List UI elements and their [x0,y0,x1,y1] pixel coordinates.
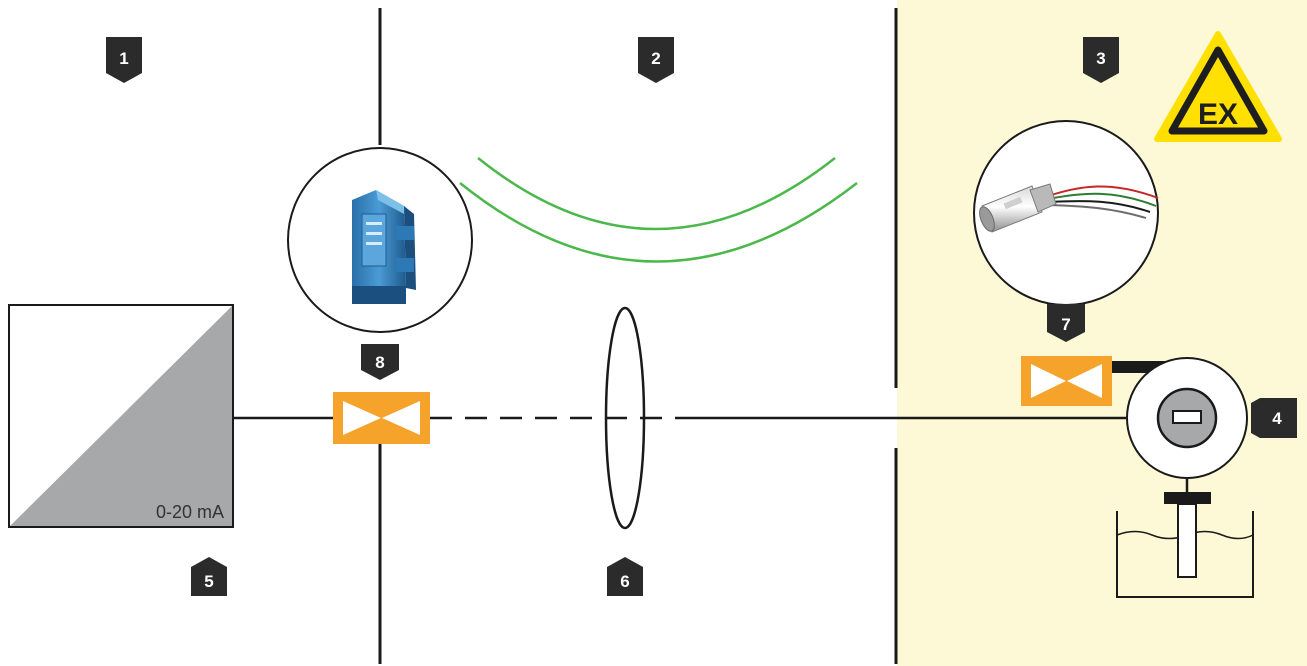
wireless-signal-arc-inner [477,157,836,231]
ex-protector-callout [973,120,1159,306]
ex-sign-label: EX [1198,98,1238,131]
badge-signal-converter: 5 [191,557,227,596]
din-rail-protector-callout [287,147,473,333]
din-rail-module-image [352,190,416,304]
badge-shielding: 6 [607,557,643,596]
badge-protector-label: 8 [375,353,384,372]
surge-protector-symbol [333,392,430,444]
ex-surge-protector-symbol [1021,356,1112,406]
badge-transmitter: 4 [1251,398,1297,438]
ex-warning-sign: EX [1154,31,1282,142]
badge-shielding-label: 6 [620,572,629,591]
badge-signal-converter-label: 5 [204,572,213,591]
badge-ex-protector: 7 [1047,304,1085,342]
converter-range-label: 0-20 mA [156,502,224,522]
wireless-signal-arc-outer [459,182,858,263]
level-transmitter [1126,357,1248,504]
zone-badge-1: 1 [106,37,142,83]
converter-diagonal-fill [9,305,233,527]
badge-ex-protector-label: 7 [1061,315,1070,334]
svg-text:1: 1 [119,49,128,68]
zone-badge-2: 2 [638,37,674,83]
cable-shield-loop [604,306,646,530]
transmitter-probe [1177,503,1197,578]
zone-badge-3: 3 [1083,37,1119,83]
cylindrical-protector-image [979,183,1159,233]
badge-protector: 8 [361,344,399,380]
badge-transmitter-label: 4 [1272,409,1282,428]
process-tank [1116,503,1254,598]
svg-text:3: 3 [1096,49,1105,68]
signal-converter: 0-20 mA [8,304,234,528]
svg-text:2: 2 [651,49,660,68]
